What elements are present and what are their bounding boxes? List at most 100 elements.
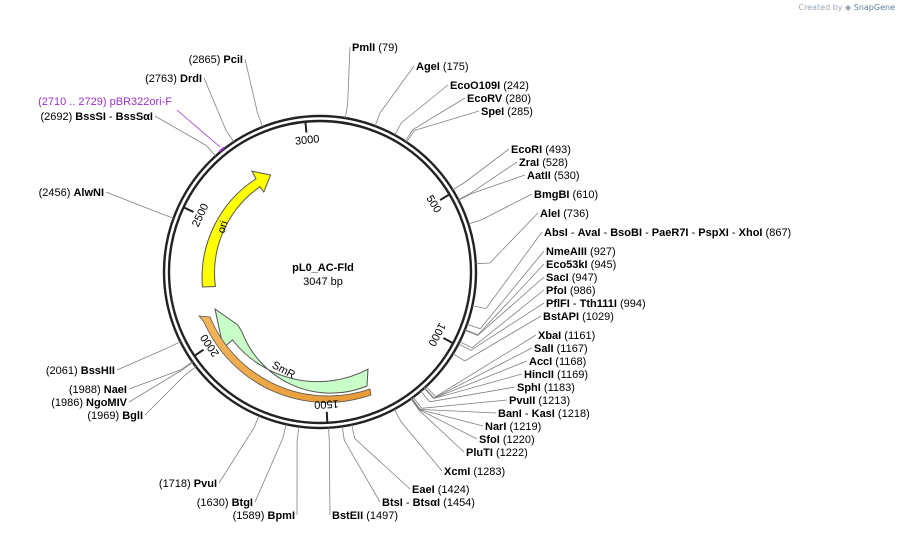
site-name: AgeI [416,61,440,73]
site-label[interactable]: SphI (1183) [517,382,575,394]
site-label[interactable]: (1969) BglI [87,410,143,422]
site-label[interactable]: (1988) NaeI [69,384,127,396]
site-label[interactable]: Eco53kI (945) [546,259,616,271]
site-position: (1169) [554,369,588,381]
site-leader-line [374,65,415,127]
site-position: (2456) [39,187,74,199]
site-leader-line [464,276,545,336]
site-position: (528) [539,157,568,169]
site-leader-line [144,366,197,416]
site-name: XcmI [444,466,470,478]
site-label[interactable]: (1718) PvuI [159,478,217,490]
site-name: HincII [524,369,554,381]
site-label[interactable]: (1589) BpmI [233,510,295,522]
site-label[interactable]: (2456) AlwNI [39,187,104,199]
site-label[interactable]: PluTI (1222) [466,447,528,459]
site-name: ZraI [519,157,539,169]
site-label[interactable]: EcoRI (493) [511,144,571,156]
site-leader-line [475,212,539,265]
smr-feature[interactable] [214,307,369,394]
site-position: (1222) [493,447,528,459]
site-label[interactable]: BtsI - BtsαI (1454) [382,497,475,509]
site-name: EaeI [412,484,435,496]
site-name: PmlI [352,42,375,54]
site-label[interactable]: BmgBI (610) [534,189,598,201]
site-position: (1218) [555,408,590,420]
site-name: BanI [498,408,522,420]
primer-label[interactable]: (2710 .. 2729) pBR322ori-F [38,96,172,108]
site-name: AccI [529,356,552,368]
site-name: AvaI [578,227,601,239]
site-label[interactable]: AbsI - AvaI - BsoBI - PaeR7I - PspXI - X… [544,227,791,239]
site-label[interactable]: ZraI (528) [519,157,568,169]
tick-mark [193,348,205,357]
site-label[interactable]: HincII (1169) [524,369,588,381]
site-name: NgoMIV [86,397,128,409]
site-label[interactable]: NmeAIII (927) [546,246,616,258]
site-label[interactable]: AccI (1168) [529,356,586,368]
site-name: SacI [546,272,569,284]
promoter-feature [198,315,372,403]
site-position: (1630) [197,497,232,509]
site-name: BssSI [75,111,106,123]
site-position: (1168) [552,356,586,368]
site-position: (1986) [51,397,86,409]
site-leader-line [452,148,510,191]
site-leader-line [218,415,260,484]
ori-feature[interactable] [201,170,272,288]
site-position: (242) [500,80,529,92]
site-label[interactable]: EaeI (1424) [412,484,470,496]
site-leader-line [394,84,449,136]
site-label[interactable]: (2692) BssSI - BssSαI [40,111,153,123]
site-name: AleI [540,208,560,220]
site-label[interactable]: PmlI (79) [352,42,398,54]
site-name: PvuI [194,478,217,490]
site-label[interactable]: EcoO109I (242) [450,80,529,92]
site-label[interactable]: (2061) BssHII [46,365,115,377]
site-leader-line [203,77,235,143]
site-leader-line [404,97,466,142]
snapgene-logo-icon: ◆ [845,3,852,12]
site-position: (947) [569,272,598,284]
site-position: (927) [587,246,616,258]
site-leader-line [472,231,543,310]
primer-range: (2710 .. 2729) [38,96,110,108]
site-label[interactable]: AatII (530) [527,170,580,182]
site-label[interactable]: PvuII (1213) [509,395,570,407]
site-name-separator: - [729,227,739,239]
site-label[interactable]: (1630) BtgI [197,497,253,509]
site-label[interactable]: (1986) NgoMIV [51,397,127,409]
site-label[interactable]: BanI - KasI (1218) [498,408,590,420]
credit-brand: SnapGene [853,3,895,12]
site-name: SalI [534,343,554,355]
site-name: BtsI [382,497,403,509]
site-label[interactable]: (2763) DrdI [145,73,202,85]
site-label[interactable]: AleI (736) [540,208,589,220]
site-position: (945) [588,259,617,271]
site-label[interactable]: BstAPI (1029) [543,311,614,323]
site-label[interactable]: SpeI (285) [481,106,533,118]
plasmid-size: 3047 bp [303,276,343,288]
site-label[interactable]: AgeI (175) [416,61,469,73]
site-leader-line [154,115,216,157]
site-label[interactable]: EcoRV (280) [467,93,531,105]
site-label[interactable]: PflFI - Tth111I (994) [546,298,646,310]
site-leader-line [116,341,181,371]
site-label[interactable]: SfoI (1220) [479,434,535,446]
site-label[interactable]: (2865) PciI [189,54,243,66]
site-label[interactable]: PfoI (986) [546,285,596,297]
site-label[interactable]: SacI (947) [546,272,597,284]
site-position: (867) [762,227,791,239]
site-label[interactable]: BstEII (1497) [332,510,398,522]
site-name: AatII [527,170,551,182]
backbone-inner-ring [167,119,473,425]
ori-label: ori [216,220,231,235]
site-name-separator: - [642,227,652,239]
site-name: BssHII [81,365,115,377]
site-label[interactable]: XcmI (1283) [444,466,505,478]
site-label[interactable]: SalI (1167) [534,343,588,355]
site-label[interactable]: XbaI (1161) [538,330,595,342]
primer-marker[interactable] [218,146,225,153]
site-position: (175) [440,61,469,73]
site-label[interactable]: NarI (1219) [485,421,541,433]
